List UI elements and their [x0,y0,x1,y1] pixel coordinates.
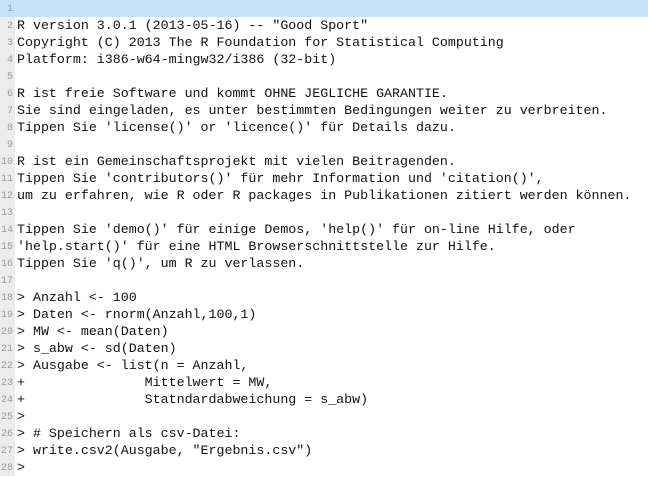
line-text: > [17,409,25,424]
line-text: > Ausgabe <- list(n = Anzahl, [17,358,249,373]
line-number: 13 [0,208,13,219]
editor-line[interactable]: 5 [0,68,648,85]
line-number-gutter [0,0,15,476]
line-text: R ist ein Gemeinschaftsprojekt mit viele… [17,154,456,169]
editor-line[interactable]: 28 > [0,459,648,476]
editor-line[interactable]: 20 > MW <- mean(Daten) [0,323,648,340]
editor-line[interactable]: 12 um zu erfahren, wie R oder R packages … [0,187,648,204]
editor-line[interactable]: 13 [0,204,648,221]
editor-line[interactable]: 14 Tippen Sie 'demo()' für einige Demos, … [0,221,648,238]
line-text: Sie sind eingeladen, es unter bestimmten… [17,103,608,118]
editor-line[interactable]: 7 Sie sind eingeladen, es unter bestimmte… [0,102,648,119]
editor-line[interactable]: 25 > [0,408,648,425]
line-number: 26 [0,429,13,440]
line-text: + Mittelwert = MW, [17,375,273,390]
line-text: + Statndardabweichung = s_abw) [17,392,369,407]
line-text: Tippen Sie 'license()' or 'licence()' fü… [17,120,456,135]
editor-line[interactable]: 6 R ist freie Software und kommt OHNE JEG… [0,85,648,102]
editor-line[interactable]: 26 > # Speichern als csv-Datei: [0,425,648,442]
line-number: 23 [0,378,13,389]
editor-line[interactable]: 27 > write.csv2(Ausgabe, "Ergebnis.csv") [0,442,648,459]
line-number: 2 [6,21,13,32]
line-text: > s_abw <- sd(Daten) [17,341,177,356]
editor-line[interactable]: 22 > Ausgabe <- list(n = Anzahl, [0,357,648,374]
line-number: 7 [6,106,13,117]
line-text: > # Speichern als csv-Datei: [17,426,241,441]
editor-line[interactable]: 24 + Statndardabweichung = s_abw) [0,391,648,408]
line-number: 12 [0,191,13,202]
editor-line[interactable]: 2 R version 3.0.1 (2013-05-16) -- "Good S… [0,17,648,34]
line-number: 4 [6,55,13,66]
editor-line[interactable]: 15 'help.start()' für eine HTML Browsersc… [0,238,648,255]
line-text: > Anzahl <- 100 [17,290,137,305]
editor-line[interactable]: 11 Tippen Sie 'contributors()' für mehr I… [0,170,648,187]
editor-line[interactable]: 16 Tippen Sie 'q()', um R zu verlassen. [0,255,648,272]
line-number: 1 [6,4,13,15]
line-number: 17 [0,276,13,287]
line-number: 20 [0,327,13,338]
editor-line[interactable]: 8 Tippen Sie 'license()' or 'licence()' f… [0,119,648,136]
line-text: Copyright (C) 2013 The R Foundation for … [17,35,504,50]
editor-line[interactable]: 1 [0,0,648,17]
editor-line[interactable]: 17 [0,272,648,289]
editor-line[interactable]: 4 Platform: i386-w64-mingw32/i386 (32-bit… [0,51,648,68]
editor-line[interactable]: 21 > s_abw <- sd(Daten) [0,340,648,357]
line-text: > Daten <- rnorm(Anzahl,100,1) [17,307,257,322]
line-text: > write.csv2(Ausgabe, "Ergebnis.csv") [17,443,313,458]
line-number: 8 [6,123,13,134]
line-number: 22 [0,361,13,372]
line-number: 9 [6,140,13,151]
line-text: Tippen Sie 'q()', um R zu verlassen. [17,256,305,271]
line-number: 5 [6,72,13,83]
line-number: 25 [0,412,13,423]
editor-line[interactable]: 18 > Anzahl <- 100 [0,289,648,306]
line-number: 11 [0,174,13,185]
editor-line[interactable]: 23 + Mittelwert = MW, [0,374,648,391]
editor-line[interactable]: 9 [0,136,648,153]
line-number: 16 [0,259,13,270]
line-number: 18 [0,293,13,304]
line-text: um zu erfahren, wie R oder R packages in… [17,188,632,203]
line-text: > MW <- mean(Daten) [17,324,169,339]
line-number: 14 [0,225,13,236]
line-number: 21 [0,344,13,355]
line-text: 'help.start()' für eine HTML Browserschn… [17,239,496,254]
line-text: R ist freie Software und kommt OHNE JEGL… [17,86,448,101]
line-number: 15 [0,242,13,253]
editor-line[interactable]: 3 Copyright (C) 2013 The R Foundation for… [0,34,648,51]
line-number: 28 [0,463,13,474]
line-number: 10 [0,157,13,168]
line-number: 24 [0,395,13,406]
editor-line[interactable]: 19 > Daten <- rnorm(Anzahl,100,1) [0,306,648,323]
editor-line[interactable]: 10 R ist ein Gemeinschaftsprojekt mit vie… [0,153,648,170]
line-number: 19 [0,310,13,321]
line-text: Platform: i386-w64-mingw32/i386 (32-bit) [17,52,337,67]
line-text: R version 3.0.1 (2013-05-16) -- "Good Sp… [17,18,369,33]
line-text: Tippen Sie 'demo()' für einige Demos, 'h… [17,222,576,237]
line-text: Tippen Sie 'contributors()' für mehr Inf… [17,171,544,186]
line-text: > [17,460,25,475]
line-number: 27 [0,446,13,457]
line-number: 6 [6,89,13,100]
line-number: 3 [6,38,13,49]
